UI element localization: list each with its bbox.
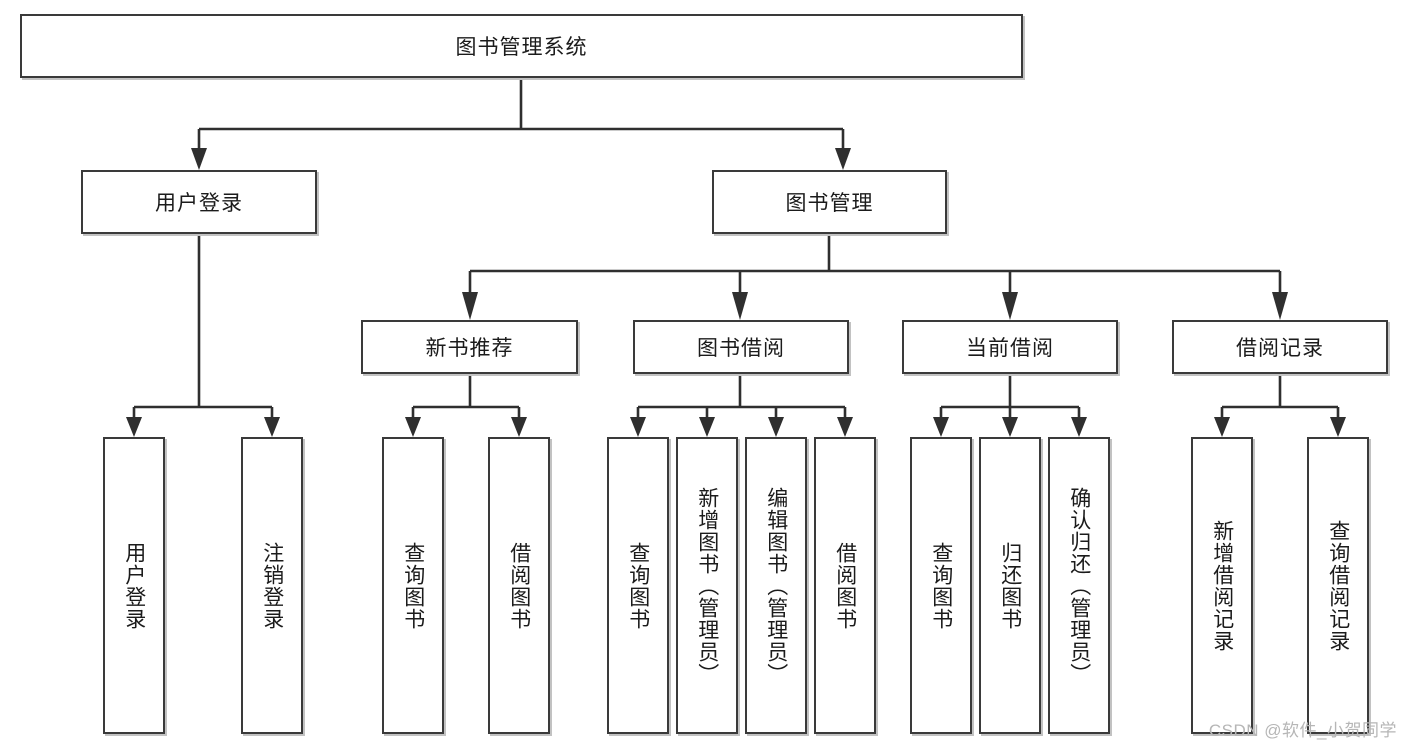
node-leaf-query-book-newbook[interactable]: 查询图书 (382, 437, 444, 734)
node-new-book-recommend-label: 新书推荐 (425, 337, 514, 360)
node-leaf-query-book-newbook-label: 查询图书 (401, 541, 425, 630)
node-user-login-label: 用户登录 (155, 192, 243, 215)
node-leaf-query-book-current-label: 查询图书 (929, 541, 953, 630)
node-leaf-borrow-book-newbook-label: 借阅图书 (507, 541, 531, 630)
node-leaf-return-book[interactable]: 归还图书 (979, 437, 1041, 734)
node-borrow-record[interactable]: 借阅记录 (1172, 320, 1388, 374)
node-leaf-query-book-borrow-label: 查询图书 (626, 541, 650, 630)
connector-userlogin-to-leaves (126, 234, 280, 437)
node-leaf-user-login-label: 用户登录 (122, 541, 146, 630)
node-leaf-confirm-return-admin[interactable]: 确认归还（管理员） (1048, 437, 1110, 734)
node-leaf-edit-book-admin-label: 编辑图书（管理员） (764, 486, 788, 685)
node-leaf-return-book-label: 归还图书 (998, 541, 1022, 630)
node-leaf-edit-book-admin[interactable]: 编辑图书（管理员） (745, 437, 807, 734)
node-leaf-borrow-book[interactable]: 借阅图书 (814, 437, 876, 734)
node-book-borrow[interactable]: 图书借阅 (633, 320, 849, 374)
node-book-borrow-label: 图书借阅 (697, 337, 785, 360)
node-leaf-query-book-borrow[interactable]: 查询图书 (607, 437, 669, 734)
node-leaf-query-book-current[interactable]: 查询图书 (910, 437, 972, 734)
node-current-borrow[interactable]: 当前借阅 (902, 320, 1118, 374)
node-root-system[interactable]: 图书管理系统 (20, 14, 1023, 78)
node-leaf-logout[interactable]: 注销登录 (241, 437, 303, 734)
node-book-management-label: 图书管理 (785, 192, 874, 215)
connector-bookborrow-to-leaves (630, 374, 853, 437)
connector-newbook-to-leaves (405, 374, 527, 437)
node-leaf-user-login[interactable]: 用户登录 (103, 437, 165, 734)
node-leaf-borrow-book-label: 借阅图书 (833, 541, 857, 630)
node-leaf-logout-label: 注销登录 (260, 541, 284, 630)
node-leaf-add-book-admin[interactable]: 新增图书（管理员） (676, 437, 738, 734)
connector-bookmgmt-to-level3 (462, 234, 1288, 320)
node-leaf-add-borrow-record[interactable]: 新增借阅记录 (1191, 437, 1253, 734)
node-current-borrow-label: 当前借阅 (966, 337, 1054, 360)
node-new-book-recommend[interactable]: 新书推荐 (361, 320, 578, 374)
node-leaf-confirm-return-admin-label: 确认归还（管理员） (1067, 486, 1091, 685)
node-borrow-record-label: 借阅记录 (1236, 337, 1324, 360)
node-leaf-add-borrow-record-label: 新增借阅记录 (1210, 519, 1234, 652)
connector-root-to-level2 (191, 78, 851, 170)
node-leaf-query-borrow-record[interactable]: 查询借阅记录 (1307, 437, 1369, 734)
node-book-management[interactable]: 图书管理 (712, 170, 947, 234)
node-user-login[interactable]: 用户登录 (81, 170, 317, 234)
node-root-system-label: 图书管理系统 (455, 36, 588, 59)
node-leaf-borrow-book-newbook[interactable]: 借阅图书 (488, 437, 550, 734)
connector-borrowrecord-to-leaves (1214, 374, 1346, 437)
connector-currentborrow-to-leaves (933, 374, 1087, 437)
node-leaf-query-borrow-record-label: 查询借阅记录 (1326, 519, 1350, 652)
node-leaf-add-book-admin-label: 新增图书（管理员） (695, 486, 719, 685)
